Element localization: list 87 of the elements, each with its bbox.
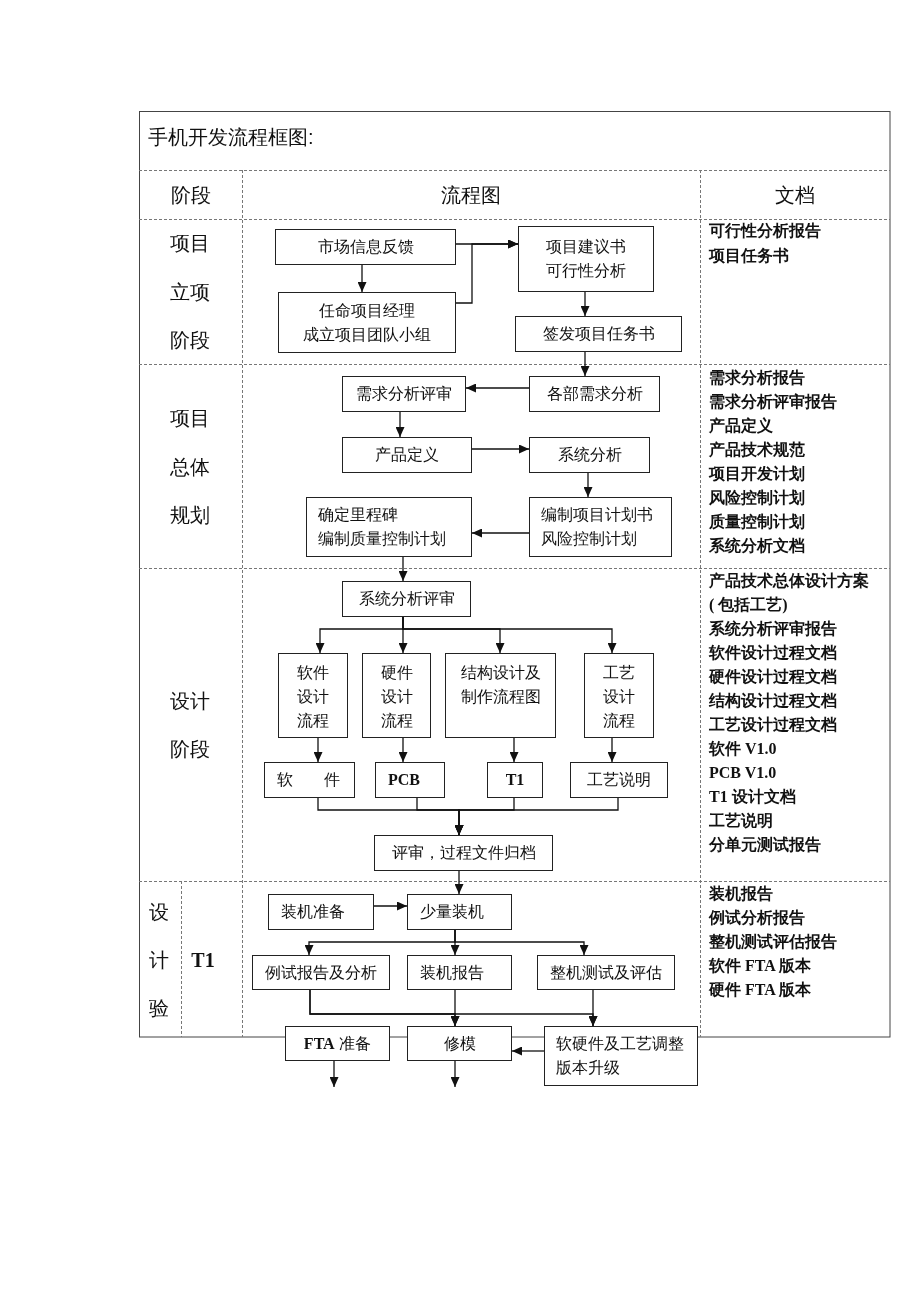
process-box: 确定里程碑 编制质量控制计划 — [306, 497, 472, 557]
arrow — [509, 737, 519, 763]
column-header: 流程图 — [440, 183, 502, 207]
process-box: 工艺说明 — [570, 762, 668, 798]
document-item: 产品技术规范 — [709, 440, 806, 460]
process-box: 软件 — [264, 762, 355, 798]
document-item: 产品定义 — [709, 416, 774, 436]
process-box: 例试报告及分析 — [252, 955, 390, 990]
arrow — [583, 472, 593, 498]
process-box: 软硬件及工艺调整 版本升级 — [544, 1026, 698, 1086]
arrow — [454, 929, 589, 956]
process-box: 市场信息反馈 — [275, 229, 456, 265]
stage-label: 设计阶段 — [169, 689, 211, 762]
process-box: 整机测试及评估 — [537, 955, 675, 990]
arrow — [465, 383, 530, 393]
document-item: 工艺设计过程文档 — [709, 715, 838, 735]
arrow — [511, 1046, 545, 1056]
document-item: 需求分析评审报告 — [709, 392, 838, 412]
process-box: 工艺设计流程 — [584, 653, 654, 738]
arrow — [373, 901, 408, 911]
arrow — [580, 351, 590, 377]
process-box: 需求分析评审 — [342, 376, 466, 412]
document-item: 分单元测试报告 — [709, 835, 822, 855]
arrow — [329, 1060, 339, 1088]
arrow — [454, 870, 464, 895]
document-item: 整机测试评估报告 — [709, 932, 838, 952]
arrow — [402, 616, 617, 654]
process-box: 编制项目计划书 风险控制计划 — [529, 497, 672, 557]
arrow — [450, 989, 460, 1027]
process-box: PCB — [375, 762, 445, 798]
process-box: 各部需求分析 — [529, 376, 660, 412]
document-item: 系统分析文档 — [709, 536, 806, 556]
document-item: 软件设计过程文档 — [709, 643, 838, 663]
process-box: 签发项目任务书 — [515, 316, 682, 352]
process-box: 硬件设计流程 — [362, 653, 431, 738]
document-item: 可行性分析报告 — [709, 221, 822, 241]
arrow — [313, 737, 323, 763]
process-box: 装机准备 — [268, 894, 374, 930]
column-header: 文档 — [774, 183, 816, 207]
process-box: 评审，过程文件归档 — [374, 835, 553, 871]
process-box: 系统分析 — [529, 437, 650, 473]
arrow — [454, 797, 619, 836]
document-item: PCB V1.0 — [709, 763, 778, 783]
process-box: 修模 — [407, 1026, 512, 1061]
document-item: 例试分析报告 — [709, 908, 806, 928]
process-box: 任命项目经理 成立项目团队小组 — [278, 292, 456, 353]
stage-label: T1 — [190, 948, 216, 972]
document-item: 质量控制计划 — [709, 512, 806, 532]
process-box: 装机报告 — [407, 955, 512, 990]
arrow — [607, 737, 617, 763]
arrow — [398, 737, 408, 763]
diagram-title: 手机开发流程框图: — [148, 125, 314, 149]
process-box: 少量装机 — [407, 894, 512, 930]
document-item: 软件 V1.0 — [709, 739, 778, 759]
document-item: T1 设计文档 — [709, 787, 797, 807]
process-box: T1 — [487, 762, 543, 798]
document-item: 产品技术总体设计方案( 包括工艺) — [709, 571, 870, 616]
arrow — [395, 411, 405, 438]
document-item: 工艺说明 — [709, 811, 774, 831]
document-item: 结构设计过程文档 — [709, 691, 838, 711]
process-box: 系统分析评审 — [342, 581, 471, 617]
stage-label: 项目总体规划 — [169, 406, 211, 528]
document-item: 软件 FTA 版本 — [709, 956, 812, 976]
arrow — [471, 444, 530, 454]
process-box: 产品定义 — [342, 437, 472, 473]
arrow — [471, 528, 530, 538]
process-box: 项目建议书 可行性分析 — [518, 226, 654, 292]
document-item: 项目开发计划 — [709, 464, 806, 484]
document-item: 装机报告 — [709, 884, 774, 904]
process-box: 结构设计及制作流程图 — [445, 653, 556, 738]
arrow — [455, 239, 519, 304]
arrow — [398, 556, 408, 582]
arrow — [580, 291, 590, 317]
column-header: 阶段 — [169, 183, 212, 207]
process-box: FTA 准备 — [285, 1026, 390, 1061]
process-box: 软件设计流程 — [278, 653, 348, 738]
stage-label: 项目立项阶段 — [169, 231, 211, 353]
arrow — [357, 264, 367, 293]
arrow — [588, 989, 598, 1027]
document-item: 系统分析评审报告 — [709, 619, 838, 639]
document-item: 风险控制计划 — [709, 488, 806, 508]
arrow — [450, 1060, 460, 1088]
document-item: 硬件设计过程文档 — [709, 667, 838, 687]
document-item: 硬件 FTA 版本 — [709, 980, 812, 1000]
document-item: 项目任务书 — [709, 246, 790, 266]
document-item: 需求分析报告 — [709, 368, 806, 388]
stage-label: 设计验 — [148, 900, 170, 1021]
